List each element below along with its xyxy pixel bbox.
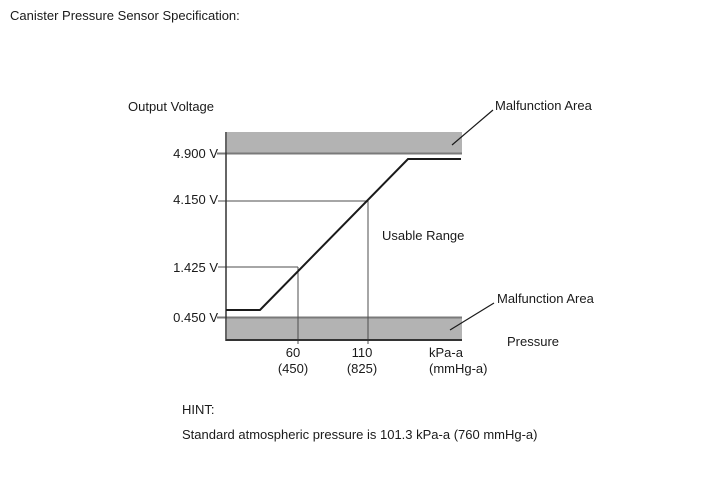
x-unit-kpa: kPa-a	[429, 345, 463, 360]
malfunction-band-top	[227, 132, 462, 153]
x-tick-label-110kpa: 110 (825)	[334, 345, 390, 377]
hint-label: HINT:	[182, 402, 215, 417]
x-tick-60-mmhg-value: (450)	[277, 361, 309, 376]
leader-line-malfunction-top	[451, 109, 494, 146]
leader-line-malfunction-bottom	[449, 302, 495, 331]
x-tick-110-mmhg-value: (825)	[346, 361, 378, 376]
x-tick-110-kpa-value: 110	[351, 345, 373, 360]
x-axis-title: Pressure	[507, 334, 560, 349]
annotation-usable-range: Usable Range	[382, 228, 465, 243]
y-axis-title: Output Voltage	[128, 99, 215, 114]
y-tick-label-1425mv: 1.425 V	[173, 260, 218, 275]
annotation-malfunction-area-bottom: Malfunction Area	[497, 291, 594, 306]
y-tick-label-4900mv: 4.900 V	[173, 146, 218, 161]
x-tick-60-kpa-value: 60	[285, 345, 301, 360]
annotation-malfunction-area-top: Malfunction Area	[495, 98, 592, 113]
x-axis-unit-label: kPa-a (mmHg-a)	[429, 345, 488, 377]
hint-text: Standard atmospheric pressure is 101.3 k…	[182, 427, 538, 442]
y-tick-label-4150mv: 4.150 V	[173, 192, 218, 207]
x-unit-mmhg: (mmHg-a)	[429, 361, 488, 376]
sensor-output-curve	[226, 158, 461, 311]
x-tick-label-60kpa: 60 (450)	[265, 345, 321, 377]
page-title: Canister Pressure Sensor Specification:	[10, 8, 240, 23]
y-tick-label-450mv: 0.450 V	[173, 310, 218, 325]
malfunction-band-bottom	[227, 318, 462, 339]
